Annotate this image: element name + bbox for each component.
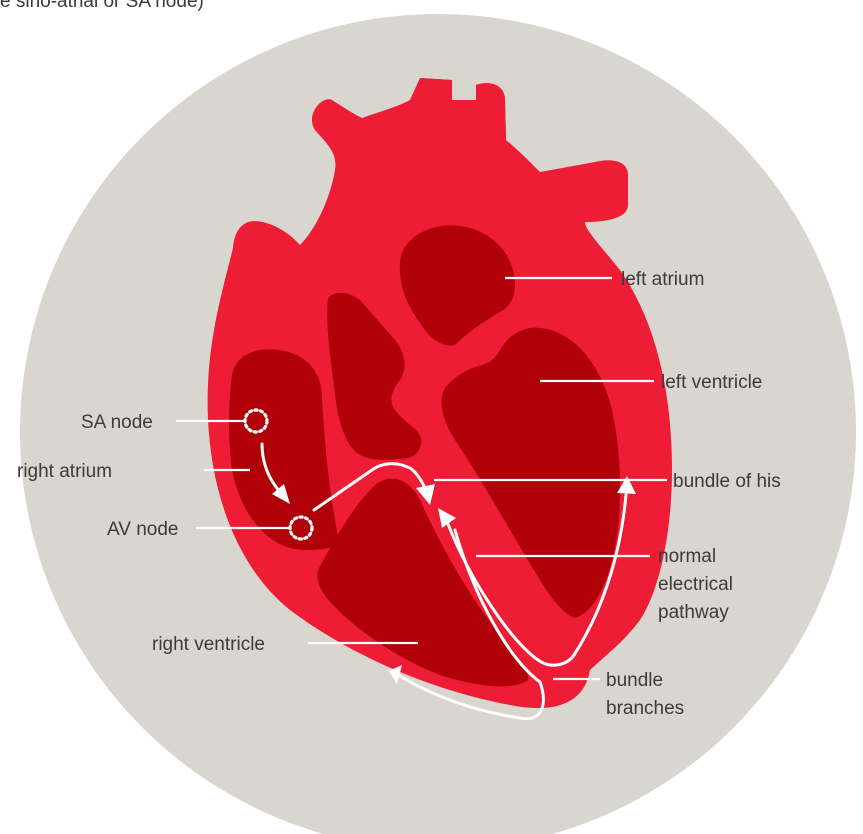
label-right-ventricle: right ventricle [152,634,265,655]
label-normal-line-1: normal [658,546,716,567]
label-left-ventricle: left ventricle [661,372,762,393]
label-bundle-line-1: bundle [606,670,663,691]
label-bundle-of-his: bundle of his [673,471,781,492]
label-right-atrium: right atrium [17,461,112,482]
label-av-node: AV node [107,519,178,540]
label-sa-node: SA node [81,412,153,433]
label-bundle-line-2: branches [606,698,684,719]
label-normal-line-3: pathway [658,602,729,623]
label-normal-line-2: electrical [658,574,733,595]
label-left-atrium: left atrium [621,269,704,290]
